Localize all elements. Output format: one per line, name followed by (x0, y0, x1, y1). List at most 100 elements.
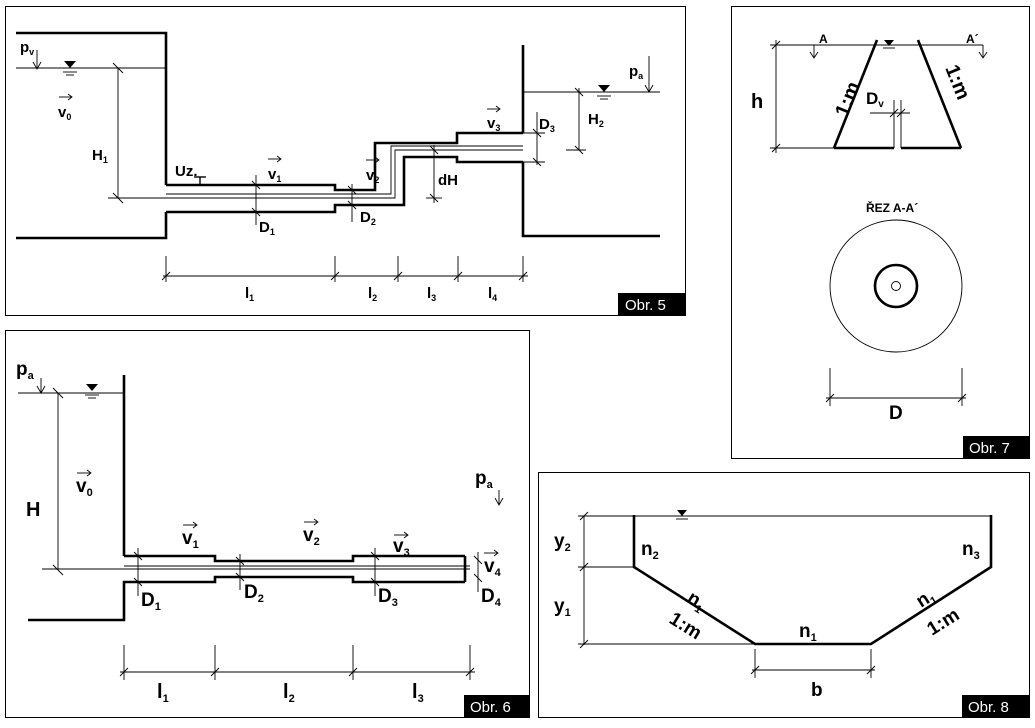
v2-label-sub: 2 (314, 536, 320, 548)
l2-label: l (368, 285, 372, 302)
pipe-bottom-wall (28, 575, 465, 622)
pa-label-sub: a (638, 71, 644, 81)
svg-text:l1: l1 (157, 681, 169, 705)
v1-label: v (268, 166, 277, 183)
figure-8-badge (962, 695, 1029, 717)
svg-text:pa: pa (16, 359, 35, 382)
v3-label: v (487, 115, 496, 132)
D1-label-sub: 1 (155, 601, 161, 613)
svg-text:v3: v3 (393, 536, 410, 559)
pa-right-label-sub: a (487, 479, 494, 491)
D-label: D (889, 403, 903, 424)
y1-label: y (554, 596, 565, 617)
section-A-label: A (819, 32, 828, 46)
v2-label-sub: 2 (374, 175, 379, 185)
v2-label: v (303, 525, 314, 546)
n1-right-label-sub: 1 (928, 594, 940, 607)
v3-label-sub: 3 (404, 547, 410, 559)
H1-label-sub: 1 (103, 155, 108, 165)
pa-label-sub: a (28, 370, 35, 382)
v3-label-sub: 3 (495, 123, 500, 133)
svg-text:pa: pa (629, 63, 644, 81)
dH-label: dH (438, 172, 458, 189)
l3-label: l (427, 285, 431, 302)
figure-7-panel (731, 6, 1030, 459)
figure-5-panel (5, 6, 686, 316)
svg-text:v3: v3 (487, 115, 500, 133)
middle-circle (873, 263, 919, 309)
D3-label: D (378, 586, 392, 607)
H2-label: H (588, 111, 599, 128)
l4-label-sub: 4 (492, 293, 497, 303)
svg-text:H1: H1 (92, 147, 108, 165)
pa-right-label: p (475, 468, 487, 489)
y1-label-sub: 1 (565, 607, 571, 619)
svg-text:l3: l3 (427, 285, 436, 303)
svg-text:y1: y1 (554, 596, 571, 619)
l2-label-sub: 2 (372, 293, 377, 303)
pipe-top-wall (124, 554, 465, 563)
svg-text:v2: v2 (366, 167, 379, 185)
svg-text:l2: l2 (368, 285, 377, 303)
svg-text:D1: D1 (141, 590, 161, 613)
figure-6-badge (464, 695, 529, 717)
figure-5-badge-text: Obr. 5 (625, 297, 666, 314)
D1-label: D (259, 219, 270, 236)
svg-text:pv: pv (20, 39, 34, 57)
b-label: b (811, 680, 823, 701)
svg-text:D3: D3 (378, 586, 398, 609)
Dv-label-sub: v (878, 99, 884, 110)
Dv-label: D (866, 89, 878, 108)
svg-text:H2: H2 (588, 111, 604, 129)
n1-bottom-label: n (799, 621, 811, 642)
svg-text:l2: l2 (283, 681, 295, 705)
pv-label: p (20, 39, 29, 56)
D4-label-sub: 4 (495, 597, 502, 609)
svg-text:Dv: Dv (866, 89, 884, 110)
y2-label: y (554, 531, 565, 552)
vessel-right-wall (916, 39, 963, 149)
pa-label: p (16, 359, 28, 380)
svg-text:l3: l3 (412, 681, 424, 705)
vessel-left-wall (832, 39, 879, 149)
D4-label: D (481, 586, 495, 607)
water-level-icon (85, 384, 99, 399)
svg-text:D2: D2 (244, 582, 264, 605)
v0-label: v (76, 476, 87, 497)
v0-label-sub: 0 (66, 112, 71, 122)
figure-7-badge (963, 436, 1029, 458)
n1-left-label-sub: 1 (692, 603, 704, 616)
svg-text:n3: n3 (962, 539, 980, 562)
water-level-icon (63, 61, 77, 76)
v1-label-sub: 1 (276, 174, 281, 184)
svg-text:pa: pa (475, 468, 494, 491)
pv-label-sub: v (29, 47, 34, 57)
n1-bottom-label-sub: 1 (811, 632, 817, 644)
pipe-axis (166, 149, 523, 199)
svg-text:v2: v2 (303, 525, 320, 548)
left-tank-bottom (16, 212, 168, 240)
D3-label-sub: 3 (392, 597, 398, 609)
svg-text:l1: l1 (245, 285, 254, 303)
water-level-icon (597, 85, 611, 100)
svg-text:D3: D3 (539, 116, 555, 134)
v2-label: v (366, 167, 375, 184)
svg-text:v1: v1 (268, 166, 281, 184)
svg-text:n1: n1 (913, 585, 940, 614)
l2-label: l (283, 681, 289, 703)
l1-label: l (245, 285, 249, 302)
D2-label: D (360, 209, 371, 226)
l1-label: l (157, 681, 163, 703)
n2-label: n (641, 539, 653, 560)
D1-label-sub: 1 (270, 227, 275, 237)
l1-label-sub: 1 (163, 693, 169, 705)
D3-label: D (539, 116, 550, 133)
figure-7-badge-text: Obr. 7 (969, 440, 1010, 457)
n3-label: n (962, 539, 974, 560)
figure-8-badge-text: Obr. 8 (968, 699, 1009, 716)
n2-label-sub: 2 (653, 550, 659, 562)
left-tank-wall (16, 31, 168, 185)
